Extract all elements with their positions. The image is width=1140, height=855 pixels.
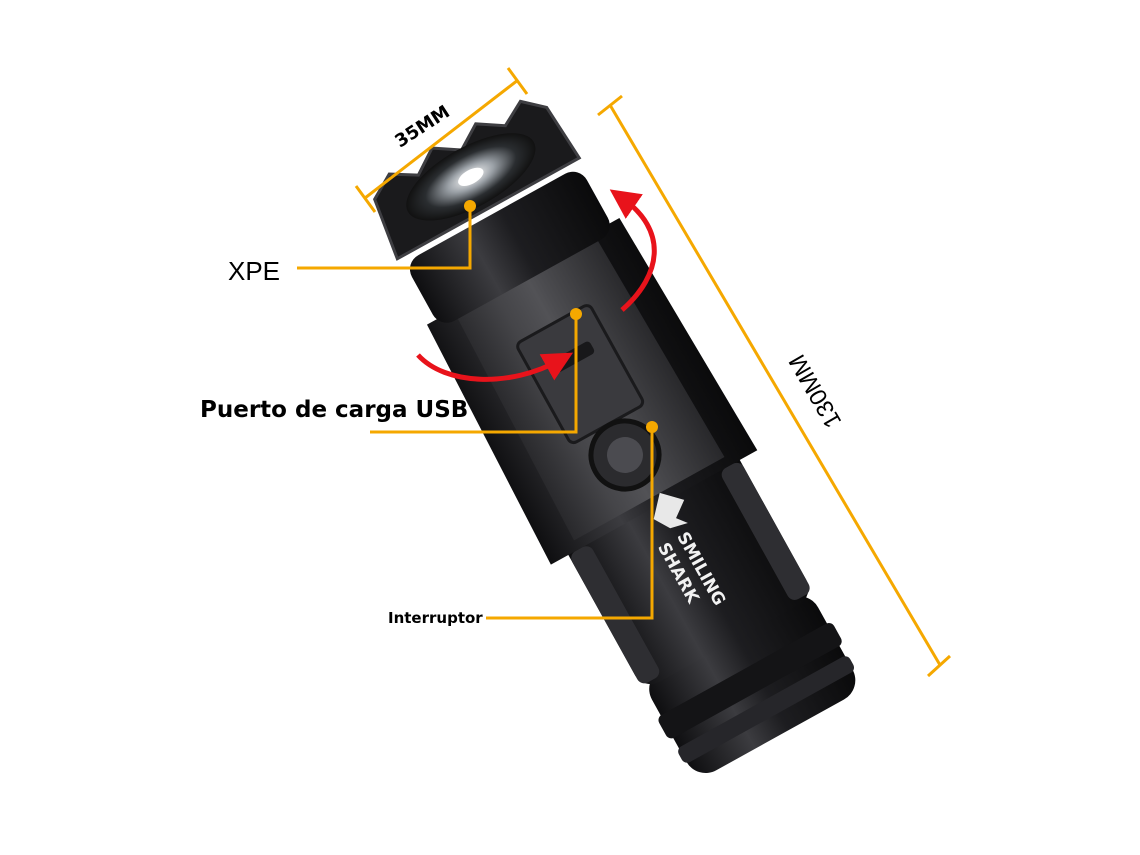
callout-led-dot xyxy=(464,200,476,212)
shark-logo-icon xyxy=(653,492,688,529)
grip-rib xyxy=(571,546,660,684)
diameter-label: 35MM xyxy=(391,101,453,152)
switch-button-inner xyxy=(607,437,643,473)
tail-ring xyxy=(658,622,842,739)
length-tick-1 xyxy=(597,94,623,117)
length-tick-2 xyxy=(926,654,952,678)
callout-usb: Puerto de carga USB xyxy=(200,308,582,434)
led-label: XPE xyxy=(228,256,280,286)
rotation-arrow-icon-2 xyxy=(416,352,574,382)
usb-port-label: Puerto de carga USB xyxy=(200,397,468,423)
diameter-tick-2 xyxy=(506,67,529,95)
callout-led: XPE xyxy=(228,200,476,286)
flashlight: SMILING SHARK xyxy=(372,99,856,774)
length-line xyxy=(608,104,942,666)
callout-switch-dot xyxy=(646,421,658,433)
length-label: 130MM xyxy=(784,350,847,433)
switch-label: Interruptor xyxy=(388,609,483,627)
callout-led-line xyxy=(297,206,472,270)
callout-usb-dot xyxy=(570,308,582,320)
tail-ring-2 xyxy=(678,656,854,763)
diameter-line xyxy=(364,78,519,200)
diameter-tick-1 xyxy=(354,185,377,213)
callout-switch: Interruptor xyxy=(388,421,658,627)
led-emitter xyxy=(458,167,484,187)
callout-switch-line xyxy=(486,427,654,620)
callout-usb-line xyxy=(370,314,578,434)
head-neck xyxy=(409,171,610,323)
grip-rib-2 xyxy=(721,462,810,600)
rotation-arrow-icon xyxy=(609,189,657,312)
